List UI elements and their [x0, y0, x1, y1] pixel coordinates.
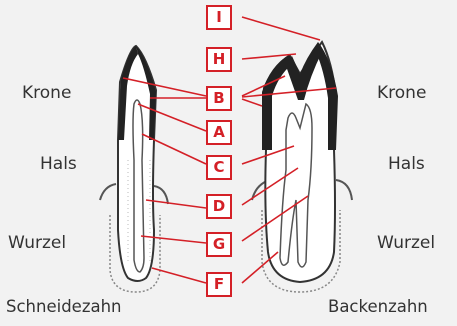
- letter-box-g: G: [206, 232, 232, 257]
- incisor-tooth: [100, 46, 168, 292]
- letter-box-i: I: [206, 5, 232, 30]
- pointer-d-left: [146, 200, 206, 208]
- letter-box-a: A: [206, 120, 232, 145]
- letter-box-b: B: [206, 86, 232, 111]
- incisor-name: Schneidezahn: [6, 297, 122, 316]
- molar-tooth: [252, 42, 352, 292]
- label-root-right: Wurzel: [377, 233, 435, 253]
- label-root-left: Wurzel: [8, 233, 66, 253]
- label-neck-right: Hals: [388, 154, 425, 174]
- label-crown-right: Krone: [377, 83, 426, 103]
- letter-box-c: C: [206, 155, 232, 180]
- letter-box-f: F: [206, 272, 232, 297]
- molar-name: Backenzahn: [328, 297, 428, 316]
- pointer-f-left: [152, 268, 206, 283]
- molar-gum-right: [336, 180, 352, 200]
- pointer-b-right2: [242, 99, 262, 106]
- incisor-pulp: [133, 100, 144, 272]
- pointer-i: [242, 17, 320, 40]
- letter-box-h: H: [206, 47, 232, 72]
- letter-box-d: D: [206, 194, 232, 219]
- label-neck-left: Hals: [40, 154, 77, 174]
- incisor-gum-left: [100, 184, 116, 200]
- label-crown-left: Krone: [22, 83, 71, 103]
